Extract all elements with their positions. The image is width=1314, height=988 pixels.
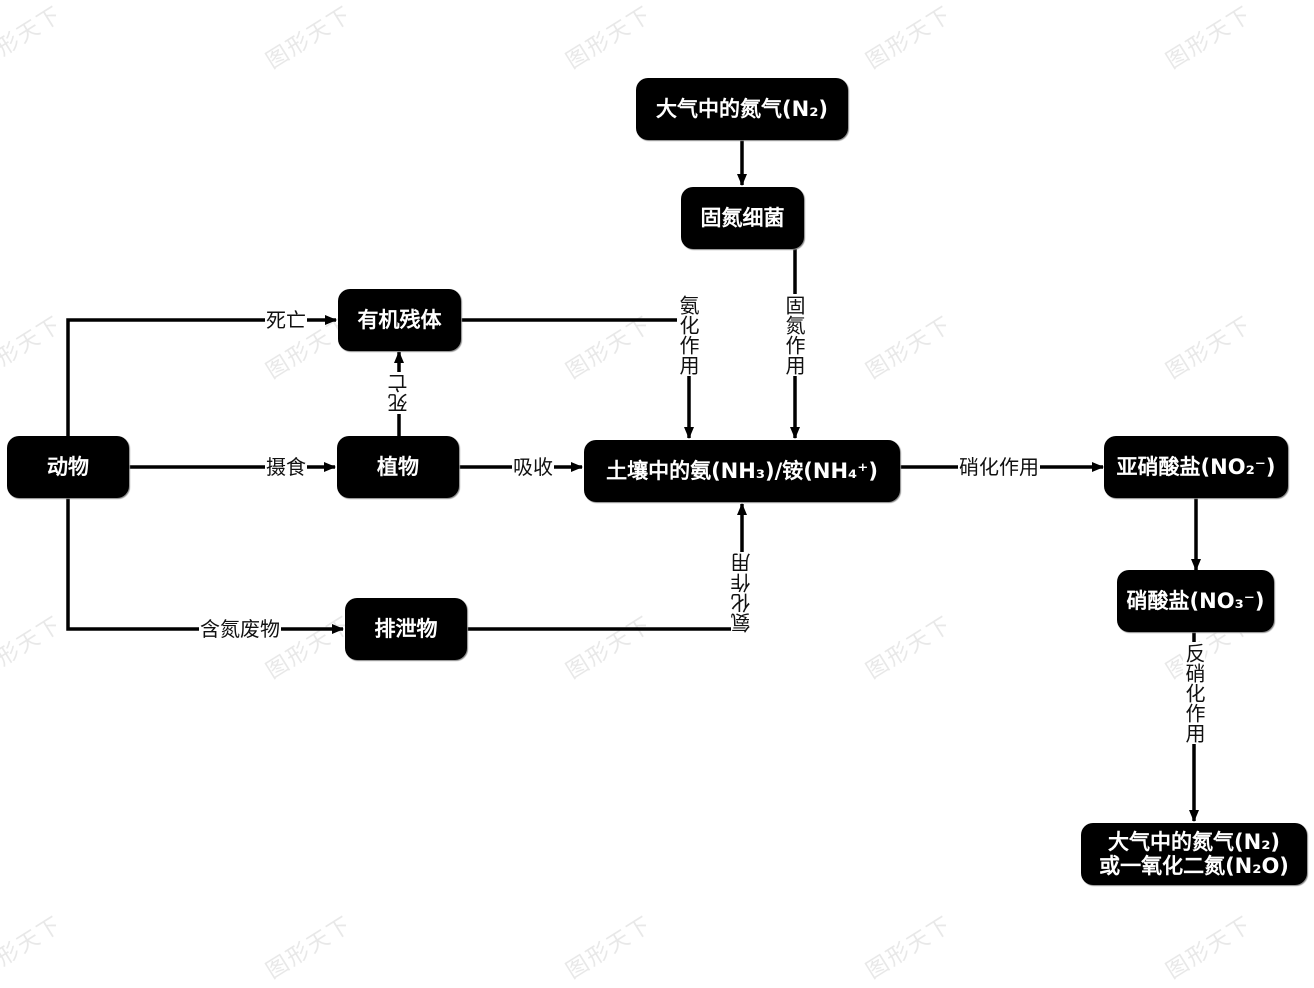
label-nitrification: 硝化作用	[958, 455, 1040, 479]
node-final-line2: 或一氧化二氮(N₂O)	[1099, 854, 1289, 878]
node-excreta: 排泄物	[345, 598, 467, 660]
node-organic-residue: 有机残体	[338, 289, 461, 351]
node-nitrate-text: 硝酸盐(NO₃⁻)	[1126, 588, 1265, 613]
node-final-gases: 大气中的氮气(N₂) 或一氧化二氮(N₂O)	[1081, 823, 1307, 885]
node-plant: 植物	[337, 436, 459, 498]
edge-animal-to-residue	[66, 315, 337, 436]
node-plant-text: 植物	[377, 454, 419, 479]
node-soil-text: 土壤中的氨(NH₃)/铵(NH₄⁺)	[606, 458, 878, 483]
label-plant-death: 死亡	[387, 372, 411, 414]
node-atmosphere-n2: 大气中的氮气(N₂)	[636, 78, 848, 140]
node-nitrate: 硝酸盐(NO₃⁻)	[1117, 570, 1274, 632]
node-nitrite-text: 亚硝酸盐(NO₂⁻)	[1116, 454, 1276, 479]
label-absorption: 吸收	[512, 455, 554, 479]
label-animal-death: 死亡	[265, 308, 307, 332]
node-final-line1: 大气中的氮气(N₂)	[1108, 829, 1280, 854]
node-bacteria-text: 固氮细菌	[700, 205, 785, 230]
node-residue-text: 有机残体	[357, 307, 442, 332]
edge-animal-to-excreta	[66, 498, 344, 634]
label-denitrification: 反硝化作用	[1182, 642, 1206, 744]
label-nitrogen-waste: 含氮废物	[199, 617, 281, 641]
label-feeding: 摄食	[265, 455, 307, 479]
node-nitrogen-fixing-bacteria: 固氮细菌	[681, 187, 804, 249]
edge-residue-to-soil	[461, 318, 694, 439]
node-nitrite: 亚硝酸盐(NO₂⁻)	[1104, 436, 1288, 498]
node-excreta-text: 排泄物	[374, 616, 438, 641]
node-animal: 动物	[7, 436, 129, 498]
label-ammonification-top: 氨化作用	[676, 294, 700, 376]
node-soil-ammonia: 土壤中的氨(NH₃)/铵(NH₄⁺)	[584, 440, 900, 502]
edge-excreta-to-soil	[467, 503, 747, 631]
label-ammonification-bottom: 氨化作用	[730, 552, 754, 634]
label-nitrogen-fixation: 固氮作用	[782, 294, 806, 376]
node-atmosphere-n2-text: 大气中的氮气(N₂)	[656, 96, 828, 121]
node-animal-text: 动物	[47, 454, 89, 479]
